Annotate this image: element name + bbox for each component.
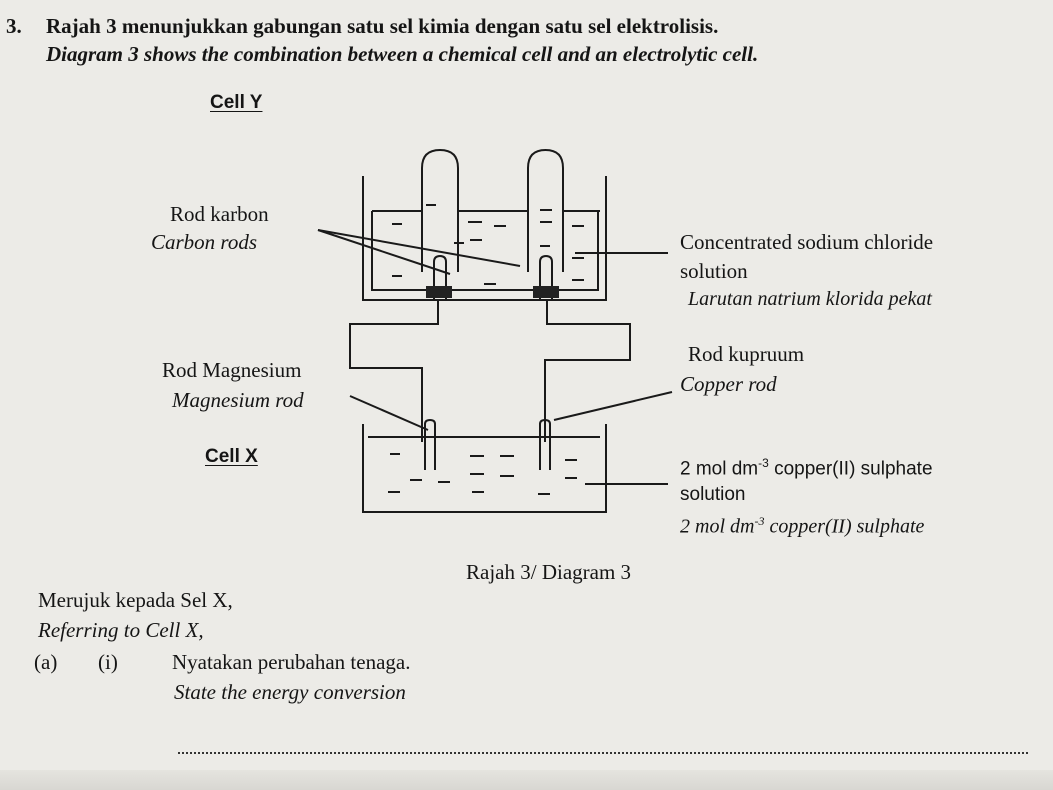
nacl-label-line2: solution [680, 259, 748, 283]
beaker-cell-x [362, 424, 607, 513]
magnesium-label-malay: Rod Magnesium [162, 358, 302, 382]
copper-label-malay: Rod kupruum [688, 342, 805, 366]
cuso4-ms-prefix: 2 mol dm [680, 515, 755, 538]
stopper-right [533, 286, 559, 298]
leader-carbon-1 [317, 229, 521, 267]
part-i-label: (i) [98, 650, 118, 674]
cuso4-suffix: copper(II) sulphate [768, 458, 933, 480]
cell-y-title: Cell Y [210, 92, 263, 113]
diagram-caption: Rajah 3/ Diagram 3 [466, 560, 632, 584]
leader-carbon-2 [317, 229, 451, 275]
cuso4-exponent: -3 [758, 456, 769, 470]
copper-label-english: Copper rod [680, 372, 777, 396]
nacl-label-malay: Larutan natrium klorida pekat [688, 288, 932, 310]
question-stem-english: Diagram 3 shows the combination between … [46, 42, 759, 66]
carbon-rod-right [539, 254, 553, 300]
stopper-left [426, 286, 452, 298]
beaker-cell-y [362, 176, 607, 301]
cuso4-ms-suffix: copper(II) sulphate [764, 515, 925, 538]
cell-x-title: Cell X [205, 446, 258, 467]
question-number: 3. [6, 14, 22, 38]
cell-y-inner-tray [371, 211, 599, 291]
question-english: State the energy conversion [174, 680, 406, 704]
reference-english: Referring to Cell X, [38, 618, 204, 642]
answer-line[interactable] [178, 752, 1028, 754]
magnesium-label-english: Magnesium rod [172, 388, 304, 412]
carbon-label-malay: Rod karbon [170, 202, 269, 226]
question-stem-malay: Rajah 3 menunjukkan gabungan satu sel ki… [46, 14, 719, 38]
leader-magnesium [349, 395, 429, 431]
cuso4-label: 2 mol dm-3 copper(II) sulphate [680, 456, 933, 480]
cuso4-prefix: 2 mol dm [680, 458, 759, 480]
cuso4-label-malay: 2 mol dm-3 copper(II) sulphate [680, 514, 924, 539]
leader-copper [553, 391, 673, 421]
wire-outer [349, 300, 439, 442]
question-malay: Nyatakan perubahan tenaga. [172, 650, 411, 674]
carbon-rod-left [433, 254, 447, 300]
test-tube-left [421, 148, 459, 272]
cuso4-ms-exponent: -3 [754, 514, 765, 528]
part-a-label: (a) [34, 650, 58, 674]
copper-electrode [539, 418, 551, 470]
page-edge [0, 770, 1053, 790]
carbon-label-english: Carbon rods [151, 230, 257, 254]
wire-inner [544, 300, 631, 442]
cuso4-solution-label: solution [680, 484, 746, 505]
magnesium-electrode [424, 418, 436, 470]
test-tube-right [527, 148, 564, 272]
nacl-label-line1: Concentrated sodium chloride [680, 230, 934, 254]
reference-malay: Merujuk kepada Sel X, [38, 588, 233, 612]
